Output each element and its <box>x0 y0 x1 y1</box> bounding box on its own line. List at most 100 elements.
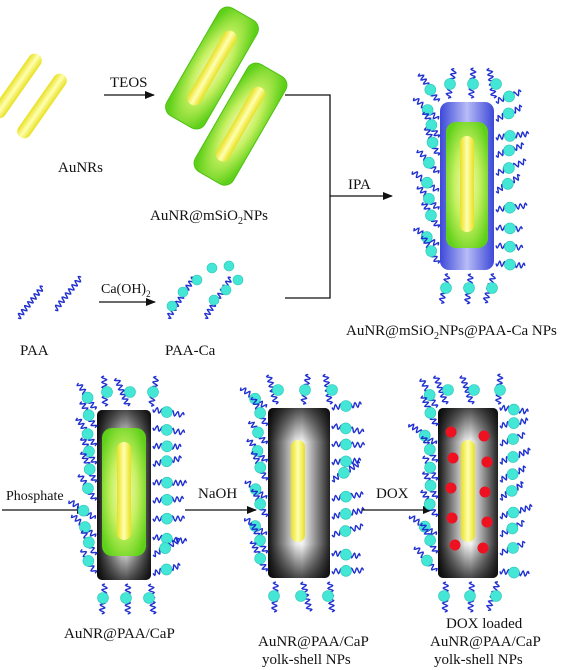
gold-core <box>187 30 237 106</box>
aunr-paa-cap-label: AuNR@PAA/CaP <box>64 626 175 642</box>
ca-bead <box>254 534 266 547</box>
dox-loaded-particle <box>408 373 533 613</box>
ca-bead <box>502 107 515 120</box>
dox-molecule <box>477 542 489 554</box>
ca-bead <box>252 426 264 439</box>
ca-bead <box>424 83 437 96</box>
ca-bead <box>340 490 352 503</box>
ca-bead <box>160 406 173 418</box>
ca-bead <box>206 262 218 274</box>
ca-bead <box>507 433 519 445</box>
paa-ca-group <box>166 260 244 320</box>
ca-bead <box>338 467 350 479</box>
gold-core <box>461 440 475 542</box>
gold-nanorod <box>17 73 67 139</box>
dox-molecule <box>446 512 458 524</box>
ca-bead <box>504 258 516 271</box>
ca-bead <box>161 493 173 506</box>
join-bracket <box>285 94 331 299</box>
ca-bead <box>161 476 173 489</box>
ca-bead <box>425 245 438 257</box>
ca-bead <box>79 521 91 533</box>
paa-ca-label: PAA-Ca <box>165 343 216 359</box>
ca-bead <box>82 555 95 567</box>
dox-label: DOX <box>376 486 409 502</box>
ca-bead <box>464 590 476 602</box>
ca-bead <box>161 424 173 436</box>
caoh2-label: Ca(OH)2 <box>101 282 151 299</box>
ca-bead <box>421 554 433 567</box>
ca-bead <box>494 384 506 396</box>
ca-bead <box>97 592 109 604</box>
paa-chain <box>113 377 131 407</box>
ca-bead <box>161 512 173 525</box>
dox-molecule <box>478 430 490 442</box>
ca-bead <box>506 468 519 480</box>
ca-bead <box>468 384 480 396</box>
ca-bead <box>161 532 173 545</box>
yolk-shell-particle <box>239 373 366 613</box>
ca-bead <box>440 282 452 294</box>
ca-bead <box>423 192 435 205</box>
ca-bead <box>425 209 437 222</box>
ca-bead <box>490 590 502 602</box>
ca-bead <box>418 429 431 442</box>
aunr-msio2-paa-ca-particle <box>411 67 530 305</box>
ca-bead <box>220 284 232 296</box>
ca-bead <box>444 78 456 90</box>
ca-bead <box>254 552 266 565</box>
aunrs-label: AuNRs <box>58 160 103 176</box>
ca-bead <box>463 282 475 294</box>
paa-chain <box>54 275 82 312</box>
yolk-shell-label-2: yolk-shell NPs <box>262 652 351 668</box>
teos-label: TEOS <box>110 75 148 91</box>
final-row1-label: AuNR@mSiO2NPs@PAA-Ca NPs <box>346 323 557 342</box>
ca-bead <box>426 136 439 149</box>
ca-bead <box>254 461 267 474</box>
ca-bead <box>83 463 96 476</box>
ca-bead <box>507 451 519 463</box>
ca-bead <box>254 407 266 419</box>
dox-loaded-label-2: AuNR@PAA/CaP <box>430 634 541 650</box>
ca-bead <box>82 482 94 495</box>
ca-bead <box>438 590 450 602</box>
ca-bead <box>254 498 266 510</box>
ipa-label: IPA <box>348 177 371 193</box>
ca-bead <box>143 592 155 604</box>
dox-molecule <box>481 516 493 528</box>
ca-bead <box>268 590 280 602</box>
ca-bead <box>423 498 436 510</box>
dox-molecule <box>479 486 491 498</box>
ca-bead <box>340 548 352 561</box>
ca-bead <box>503 90 515 103</box>
ca-bead <box>423 156 435 169</box>
dox-molecule <box>481 456 493 468</box>
ca-bead <box>486 282 498 294</box>
ca-bead <box>425 119 438 131</box>
ca-bead <box>339 508 352 520</box>
dox-molecule <box>447 452 459 464</box>
paa-chain <box>17 285 44 320</box>
ca-bead <box>421 176 433 189</box>
ca-bead <box>272 384 284 396</box>
aunrs-group <box>0 53 67 139</box>
ca-bead <box>504 240 516 253</box>
ca-bead <box>504 222 516 235</box>
phosphate-label: Phosphate <box>6 489 64 504</box>
dox-molecule <box>445 426 457 438</box>
ca-bead <box>232 274 244 286</box>
ca-bead <box>251 445 264 457</box>
dox-loaded-label-1: DOX loaded <box>446 616 523 632</box>
ca-bead <box>424 534 436 547</box>
naoh-label: NaOH <box>198 486 237 502</box>
paa-chain <box>432 375 449 405</box>
ca-bead <box>340 400 352 412</box>
ca-bead <box>161 440 173 453</box>
ca-bead <box>467 78 479 90</box>
ca-bead <box>508 566 520 579</box>
dox-molecule <box>445 482 457 494</box>
gold-core <box>291 440 305 542</box>
ca-bead <box>81 428 94 440</box>
ca-bead <box>159 542 171 554</box>
